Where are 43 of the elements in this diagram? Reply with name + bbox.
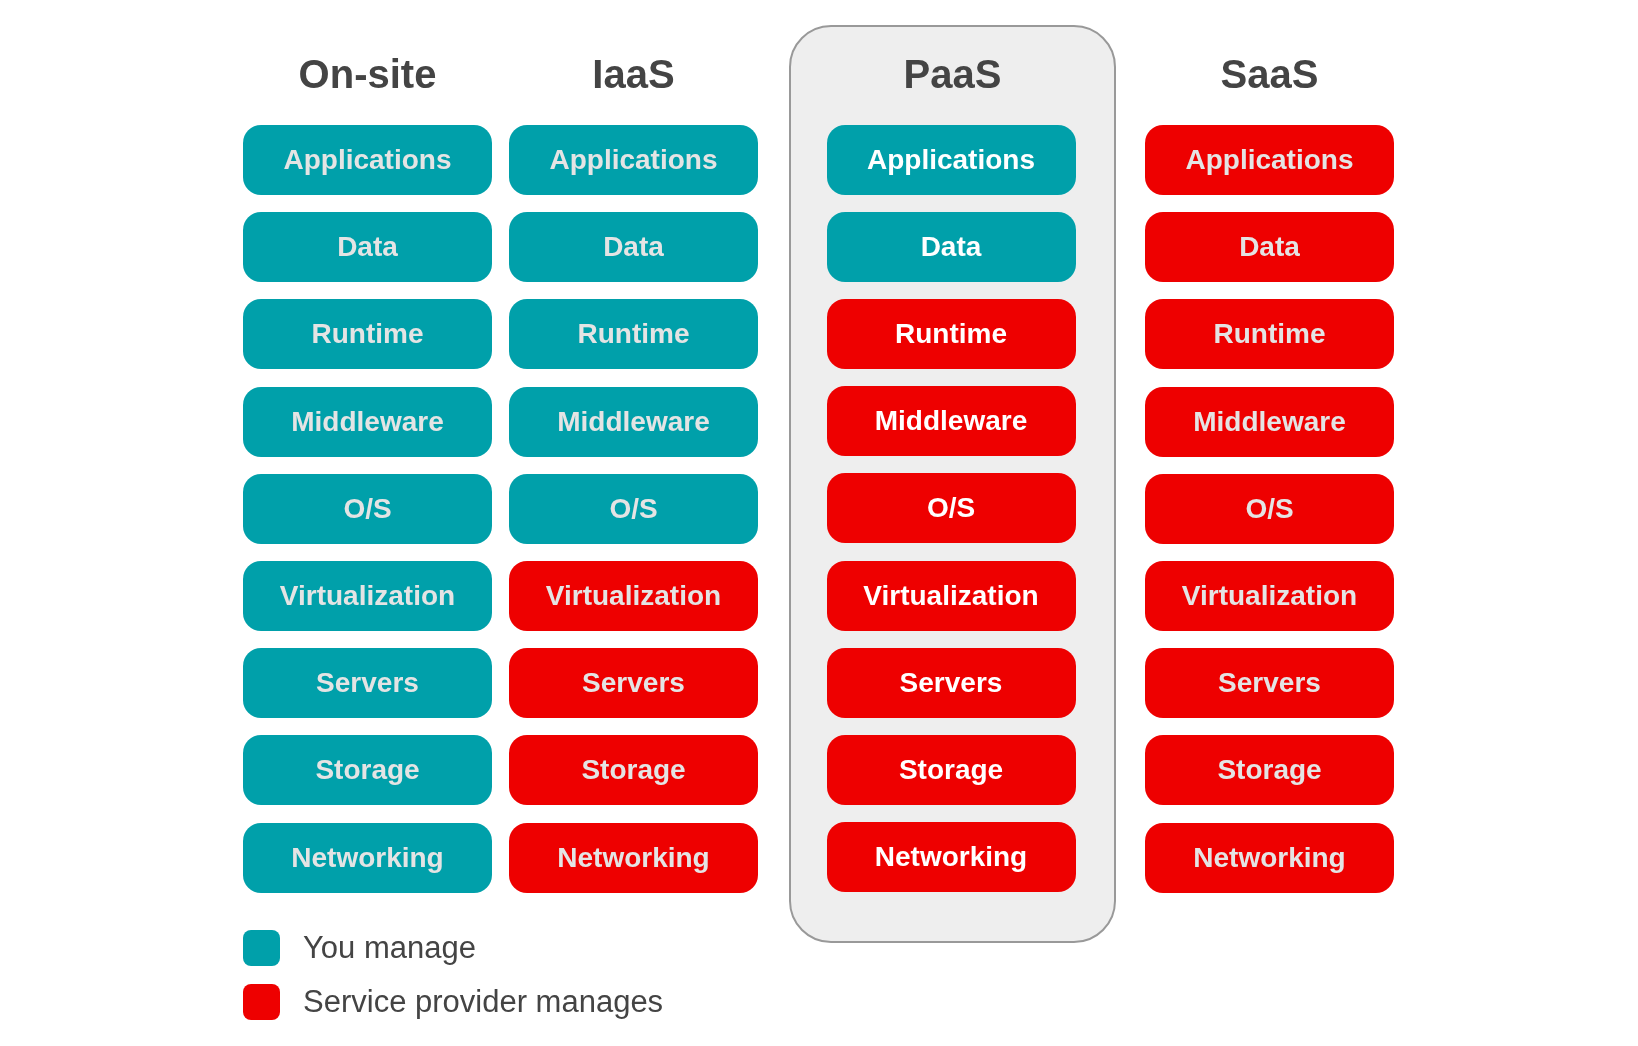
- layer-box: Virtualization: [1145, 561, 1394, 631]
- layer-box: Networking: [243, 822, 492, 893]
- layer-box: Data: [826, 211, 1076, 282]
- layer-box: Applications: [826, 124, 1076, 195]
- column-heading: SaaS: [1220, 52, 1319, 97]
- column-heading: PaaS: [903, 52, 1002, 97]
- legend-label: Service provider manages: [303, 984, 664, 1020]
- layer-box: Servers: [1145, 648, 1394, 719]
- layer-box: Data: [243, 212, 492, 283]
- layer-box: Servers: [826, 647, 1076, 718]
- layer-box: Virtualization: [509, 561, 758, 631]
- legend-label: You manage: [303, 930, 476, 966]
- layer-box: Servers: [509, 648, 758, 719]
- layer-box: Networking: [509, 822, 758, 893]
- layer-box: Runtime: [509, 299, 758, 370]
- column-heading: On-site: [298, 52, 437, 97]
- layer-box: Networking: [1145, 822, 1394, 893]
- layer-box: O/S: [826, 473, 1076, 544]
- layer-box: Middleware: [243, 386, 492, 457]
- highlight-panel: [789, 25, 1116, 943]
- layer-box: Virtualization: [243, 561, 492, 631]
- layer-box: Applications: [509, 125, 758, 195]
- column-heading: IaaS: [592, 52, 675, 97]
- layer-box: Middleware: [1145, 386, 1394, 457]
- layer-box: Middleware: [826, 386, 1076, 457]
- layer-box: Storage: [826, 734, 1076, 805]
- layer-box: Runtime: [1145, 299, 1394, 370]
- layer-box: Middleware: [509, 386, 758, 457]
- layer-box: Servers: [243, 648, 492, 719]
- layer-box: O/S: [243, 473, 492, 544]
- layer-box: Storage: [1145, 735, 1394, 806]
- layer-box: Virtualization: [826, 560, 1076, 631]
- layer-box: Storage: [243, 735, 492, 806]
- layer-box: Applications: [1145, 125, 1394, 195]
- layer-box: O/S: [509, 473, 758, 544]
- layer-box: Runtime: [826, 298, 1076, 369]
- layer-box: Networking: [826, 822, 1076, 893]
- layer-box: Applications: [243, 125, 492, 195]
- layer-box: Runtime: [243, 299, 492, 370]
- layer-box: Data: [1145, 212, 1394, 283]
- layer-box: O/S: [1145, 473, 1394, 544]
- layer-box: Data: [509, 212, 758, 283]
- layer-box: Storage: [509, 735, 758, 806]
